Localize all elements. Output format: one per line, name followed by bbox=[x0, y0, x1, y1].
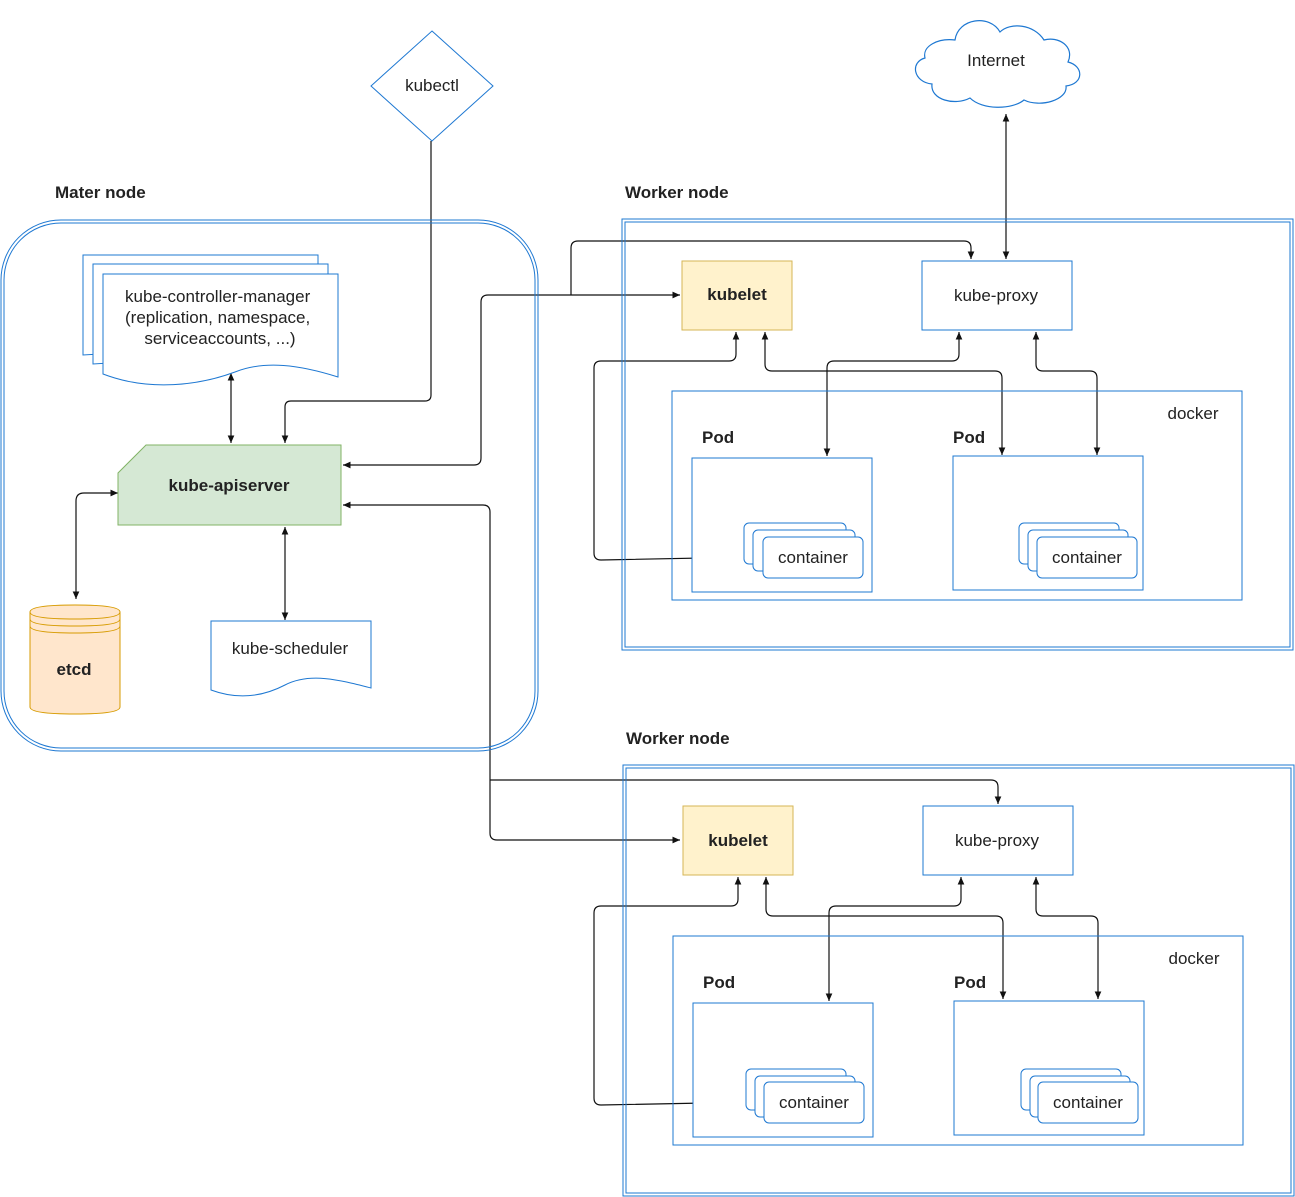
edge-apiserver-worker2-kubelet bbox=[343, 501, 680, 844]
apiserver-card bbox=[117, 444, 342, 526]
worker-node-2: Worker node kubelet kube-proxy docker Po… bbox=[622, 729, 1295, 1197]
database-ring-2 bbox=[29, 618, 121, 627]
controller-manager-line-2: (replication, namespace, bbox=[125, 308, 310, 327]
apiserver-label: kube-apiserver bbox=[169, 476, 290, 495]
master-border-inner bbox=[3, 222, 536, 749]
database-ring-1 bbox=[29, 611, 121, 620]
worker-2-title: Worker node bbox=[626, 729, 730, 748]
controller-manager: kube-controller-manager (replication, na… bbox=[82, 254, 339, 386]
edge-apiserver-worker1-kubelet bbox=[343, 291, 680, 469]
diamond-icon bbox=[370, 30, 494, 142]
worker-1-pod-2-container-card bbox=[1036, 536, 1138, 579]
worker-1-pod-2-container-label: container bbox=[1052, 548, 1122, 567]
worker-1-proxy-label: kube-proxy bbox=[954, 286, 1039, 305]
worker-2-docker-label: docker bbox=[1168, 949, 1219, 968]
worker-2-proxy-label: kube-proxy bbox=[955, 831, 1040, 850]
internet-label: Internet bbox=[967, 51, 1025, 70]
master-border-outer bbox=[0, 219, 539, 752]
controller-manager-line-1: kube-controller-manager bbox=[125, 287, 311, 306]
master-node: Mater node kube-controller-manager (repl… bbox=[0, 183, 539, 752]
worker-2-pod-2-container-card bbox=[1037, 1081, 1139, 1124]
worker-2-pod-2-container-label: container bbox=[1053, 1093, 1123, 1112]
master-title: Mater node bbox=[55, 183, 146, 202]
edge-worker2-proxy-feed bbox=[490, 779, 1002, 804]
worker-2-pod-1-container-card bbox=[763, 1081, 865, 1124]
scheduler: kube-scheduler bbox=[210, 620, 372, 697]
edge-w1-proxy-pod1 bbox=[823, 332, 963, 456]
edge-etcd-apiserver bbox=[72, 489, 118, 599]
edge-w2-kubelet-container bbox=[593, 877, 757, 1106]
worker-1-pod-2-label: Pod bbox=[953, 428, 985, 447]
worker-1-border-outer bbox=[621, 218, 1294, 651]
controller-manager-line-3: serviceaccounts, ...) bbox=[144, 329, 295, 348]
worker-1-title: Worker node bbox=[625, 183, 729, 202]
worker-1-kubelet-card bbox=[681, 260, 793, 331]
worker-1-pod-1-label: Pod bbox=[702, 428, 734, 447]
edge-worker1-proxy-feed bbox=[570, 240, 975, 295]
worker-1-docker-label: docker bbox=[1167, 404, 1218, 423]
worker-2-pod-2-label: Pod bbox=[954, 973, 986, 992]
worker-2-docker-box bbox=[672, 935, 1244, 1146]
etcd: etcd bbox=[29, 604, 121, 715]
worker-2-pod-1-label: Pod bbox=[703, 973, 735, 992]
apiserver: kube-apiserver bbox=[117, 444, 342, 526]
worker-1-docker-box bbox=[671, 390, 1243, 601]
document-icon bbox=[210, 620, 372, 697]
worker-2-pod-1-container-label: container bbox=[779, 1093, 849, 1112]
worker-1-pod-1-container-card bbox=[762, 536, 864, 579]
worker-1-pod-1-container-label: container bbox=[778, 548, 848, 567]
database-ring-3 bbox=[29, 625, 121, 634]
worker-2-proxy-card bbox=[922, 805, 1074, 876]
worker-1-border-inner bbox=[624, 221, 1291, 648]
edge-w2-proxy-pod1 bbox=[825, 877, 965, 1001]
etcd-label: etcd bbox=[57, 660, 92, 679]
edge-w2-proxy-pod2 bbox=[1032, 877, 1102, 999]
controller-manager-label: kube-controller-manager (replication, na… bbox=[125, 287, 315, 348]
scheduler-label: kube-scheduler bbox=[232, 639, 349, 658]
worker-1-proxy-card bbox=[921, 260, 1073, 331]
worker-node-1: Worker node kubelet kube-proxy docker Po… bbox=[621, 183, 1294, 651]
edges bbox=[72, 114, 1102, 1106]
edge-w1-proxy-pod2 bbox=[1032, 332, 1101, 455]
worker-2-kubelet-label: kubelet bbox=[708, 831, 768, 850]
kubectl-node: kubectl bbox=[370, 30, 494, 142]
internet-node: Internet bbox=[915, 20, 1081, 108]
worker-2-border-outer bbox=[622, 764, 1295, 1197]
worker-2-border-inner bbox=[625, 767, 1292, 1194]
kubectl-label: kubectl bbox=[405, 76, 459, 95]
worker-2-kubelet-card bbox=[682, 805, 794, 876]
document-stack-front bbox=[102, 273, 339, 386]
cloud-icon bbox=[915, 20, 1081, 108]
worker-1-kubelet-label: kubelet bbox=[707, 285, 767, 304]
